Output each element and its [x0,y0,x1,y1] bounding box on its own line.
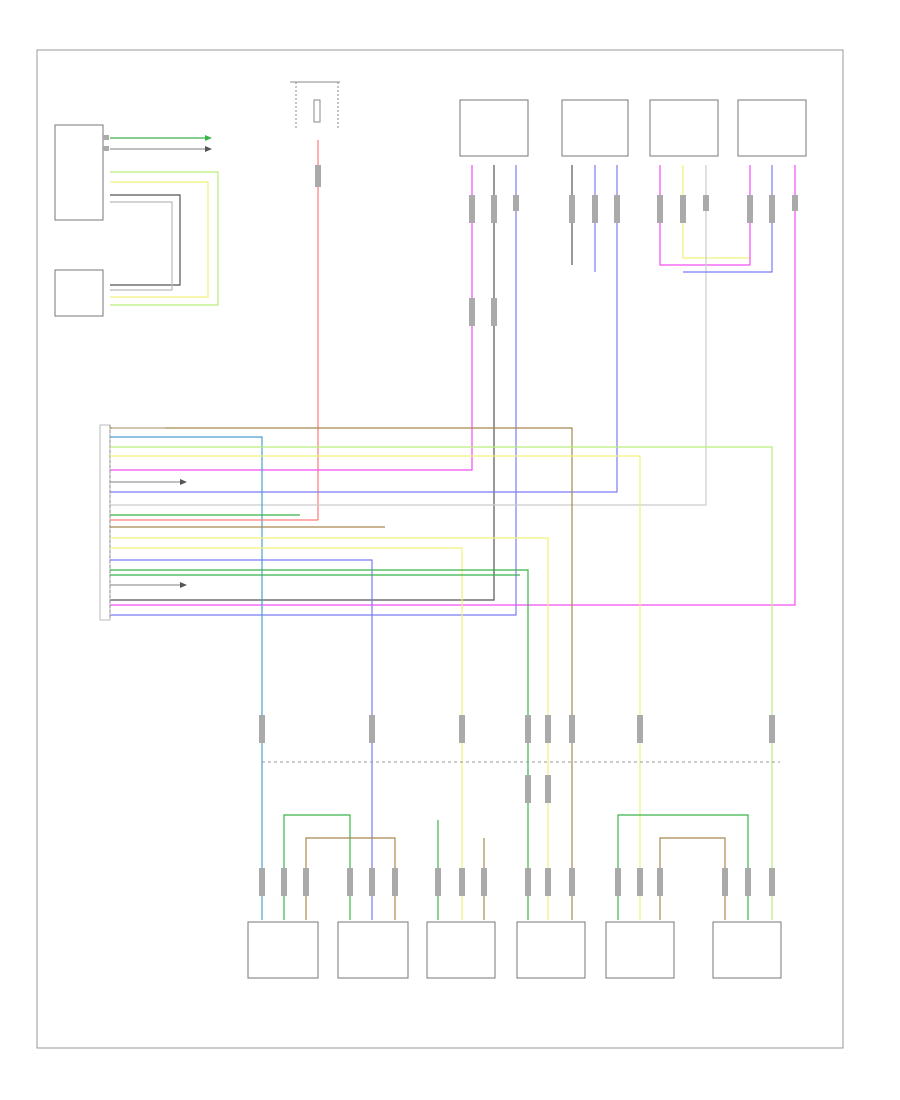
connector-fuse-1 [315,165,321,187]
wire-gray-loop [110,201,173,291]
top-sensor-3 [649,99,719,157]
control-module [99,424,111,621]
arrow-2 [205,146,212,152]
bottom-sensor-2 [337,921,409,979]
wire-green-bs5 [617,814,749,920]
wire-brown-cm [110,427,573,920]
wire-brown-bs5 [659,837,726,920]
fuse-block [290,81,340,130]
mid-connectors [259,715,775,803]
wire-ltgreen-loop [110,171,219,306]
bottom-sensor-5 [605,921,675,979]
wire-gray-ts3 [110,165,707,506]
wire-green-cm2 [110,569,529,920]
wire-yellow-cm2 [110,537,549,920]
arrow-1 [205,135,212,141]
bottom-connectors [259,868,775,896]
wire-blue-cm [110,559,373,840]
wire-black-loop [110,194,181,286]
bottom-sensor-1 [247,921,319,979]
wire-blue-ts1 [110,165,517,616]
wire-teal-cm [110,436,263,920]
wire-pink-ts3 [659,165,750,266]
wire-blue-ts4 [683,165,773,273]
top-left-module [54,124,104,221]
top-sensor-2 [561,99,629,157]
wire-pink-ts4b [110,165,796,606]
arrow-cm-2 [180,582,187,588]
top-sensor-1 [459,99,529,157]
bottom-sensor-4 [516,921,586,979]
wire-ltgreen-cm [110,446,773,920]
lower-left-module [54,269,104,317]
bottom-sensor-6 [712,921,782,979]
wire-black-ts1 [110,165,495,601]
wire-yellow-cm3 [110,547,463,920]
diagram-frame [36,49,844,1049]
top-sensor-4 [737,99,807,157]
bottom-sensor-3 [426,921,496,979]
wire-green-bs1 [283,814,351,920]
wire-pink-ts1 [110,165,473,471]
wire-blue-ts2b [110,165,618,493]
wire-yellow-loop [110,181,209,298]
top-left-module-pins [103,135,109,151]
arrow-cm-1 [180,479,187,485]
wire-yellow-cm [110,455,641,920]
wire-yellow-ts3 [682,165,750,259]
